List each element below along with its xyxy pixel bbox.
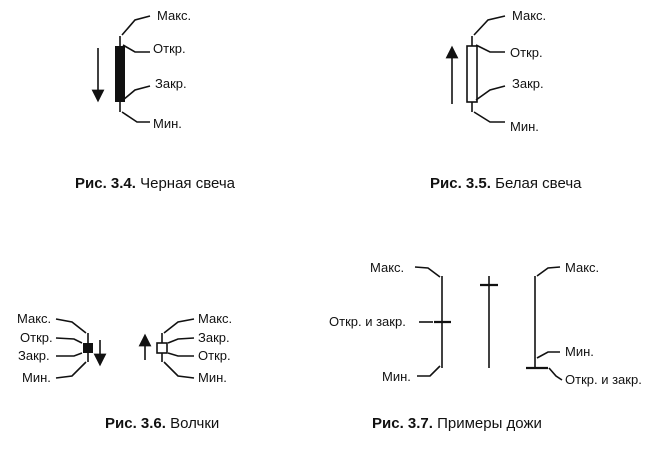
leader-high-left — [55, 318, 87, 334]
leader-open-close-3 — [548, 367, 563, 381]
label-low-left: Мин. — [22, 370, 51, 385]
label-high-3: Макс. — [565, 260, 599, 275]
figure-3-7-doji-examples: Макс. Откр. и закр. Мин. Макс. Мин. Откр… — [329, 260, 642, 432]
figure-3-6-spinning-tops: Макс. Откр. Закр. Мин. Макс. Закр. Откр.… — [17, 311, 232, 432]
label-low: Мин. — [153, 116, 182, 131]
leader-high-right — [163, 318, 195, 334]
leader-low-left — [55, 361, 87, 379]
leader-low — [121, 111, 150, 123]
label-open-left: Откр. — [20, 330, 53, 345]
label-low-3: Мин. — [565, 344, 594, 359]
label-close: Закр. — [155, 76, 187, 91]
leader-open-left — [55, 337, 83, 344]
leader-open — [122, 44, 150, 53]
label-close-left: Закр. — [18, 348, 50, 363]
label-open: Откр. — [510, 45, 543, 60]
leader-high — [473, 15, 506, 36]
label-close: Закр. — [512, 76, 544, 91]
label-high-left: Макс. — [17, 311, 51, 326]
label-low-right: Мин. — [198, 370, 227, 385]
label-high: Макс. — [157, 8, 191, 23]
candle-body-black — [115, 46, 125, 102]
caption-3-6: Рис. 3.6. Волчки — [105, 415, 219, 432]
label-close-right: Закр. — [198, 330, 230, 345]
label-high: Макс. — [512, 8, 546, 23]
leader-open-right — [167, 352, 194, 357]
leader-high-3 — [536, 266, 561, 277]
top-left-body-black — [83, 343, 93, 353]
leader-open — [475, 44, 505, 53]
label-open-right: Откр. — [198, 348, 231, 363]
figure-3-5-white-candle: Макс. Откр. Закр. Мин. Рис. 3.5. Белая с… — [430, 8, 582, 192]
candle-body-white — [466, 45, 478, 103]
leader-low-1 — [417, 365, 441, 377]
caption-3-7: Рис. 3.7. Примеры дожи — [372, 415, 542, 432]
leader-high — [121, 15, 151, 36]
leader-low — [473, 111, 505, 123]
caption-3-4: Рис. 3.4. Черная свеча — [75, 175, 236, 192]
label-open: Откр. — [153, 41, 186, 56]
label-open-close-3: Откр. и закр. — [565, 372, 642, 387]
label-high-right: Макс. — [198, 311, 232, 326]
label-high-1: Макс. — [370, 260, 404, 275]
leader-close — [122, 85, 151, 101]
label-open-close-1: Откр. и закр. — [329, 314, 406, 329]
top-right-body-white — [156, 342, 168, 354]
leader-close-right — [167, 337, 195, 344]
figure-3-4-black-candle: Макс. Откр. Закр. Мин. Рис. 3.4. Черная … — [75, 8, 236, 192]
leader-high-1 — [414, 266, 441, 278]
leader-close-left — [56, 352, 83, 357]
label-low-1: Мин. — [382, 369, 411, 384]
leader-low-right — [163, 361, 195, 379]
caption-3-5: Рис. 3.5. Белая свеча — [430, 175, 582, 192]
leader-low-3 — [536, 351, 560, 359]
leader-close — [475, 85, 506, 101]
label-low: Мин. — [510, 119, 539, 134]
